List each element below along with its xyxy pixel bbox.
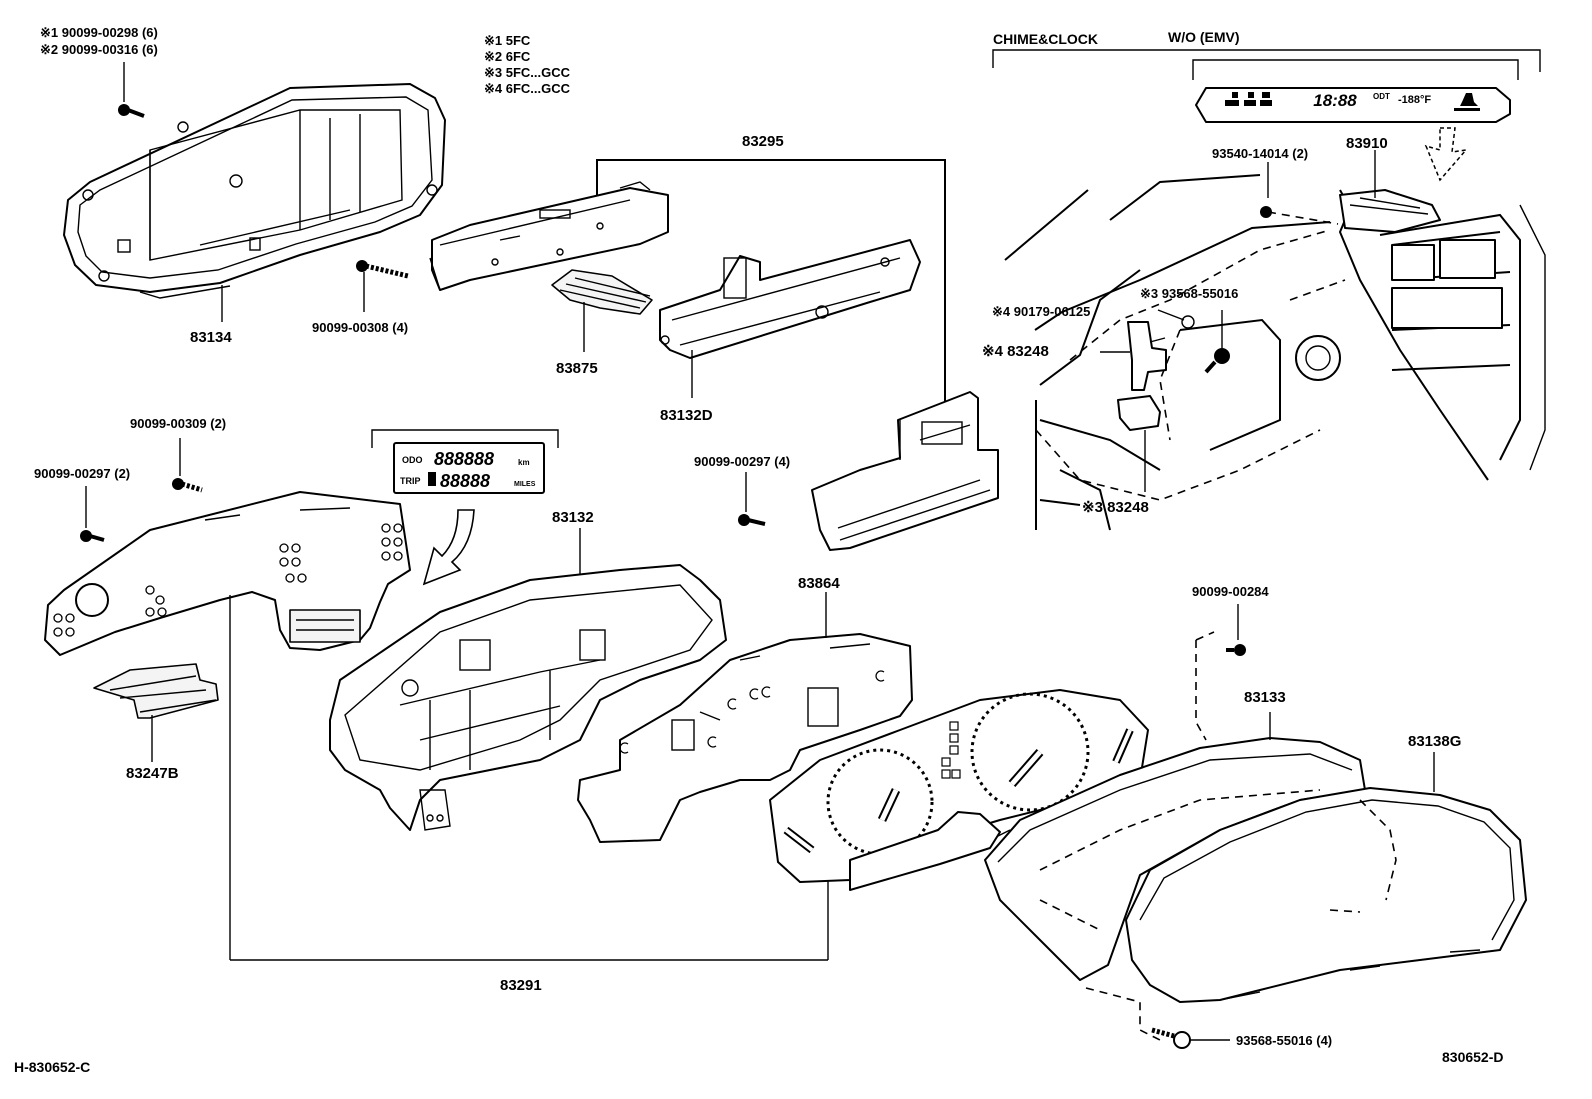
note-2: ※2 6FC xyxy=(484,49,531,64)
label-83910: 83910 xyxy=(1346,135,1388,152)
trip-label: TRIP xyxy=(400,476,421,486)
label-83248-lower: ※3 83248 xyxy=(1082,499,1149,516)
lens-83247B xyxy=(93,663,219,719)
screw-icon xyxy=(1260,162,1272,218)
leader-90099-00284 xyxy=(1195,631,1215,741)
screw-icon xyxy=(356,260,409,312)
flex-cable-83875 xyxy=(551,269,653,315)
screw-icon xyxy=(118,62,145,118)
label-93568-55016-upper: ※3 93568-55016 xyxy=(1140,286,1238,301)
label-83295: 83295 xyxy=(742,133,784,150)
clock-odt-label: ODT xyxy=(1373,92,1390,101)
speedo-circuit-board xyxy=(44,491,411,656)
bracket-83295 xyxy=(596,159,946,410)
odo-digits: 888888 xyxy=(434,449,494,469)
glass-83138G xyxy=(1125,787,1527,1003)
bracket-83248 xyxy=(1100,309,1230,492)
figure-id-left: H-830652-C xyxy=(14,1059,90,1075)
label-90099-00284: 90099-00284 xyxy=(1192,584,1269,599)
label-90099-00308: 90099-00308 (4) xyxy=(312,320,408,335)
leader-83910-screw xyxy=(1267,211,1339,225)
screw-icon xyxy=(738,472,766,526)
label-83248-upper: ※4 83248 xyxy=(982,343,1049,360)
clock-display: 18:88 ODT -188°F xyxy=(1195,87,1511,123)
board-83132D xyxy=(659,239,921,359)
label-83134: 83134 xyxy=(190,329,232,346)
bracket-chime-clock xyxy=(992,49,1541,72)
odometer-lcd: ODO 888888 km TRIP 88888 MILES xyxy=(393,442,545,494)
label-83875: 83875 xyxy=(556,360,598,377)
screw-icon xyxy=(80,486,105,542)
label-screw-90099-00316: ※2 90099-00316 (6) xyxy=(40,42,158,57)
label-90179-06125: ※4 90179-06125 xyxy=(992,304,1090,319)
label-90099-00297-4: 90099-00297 (4) xyxy=(694,454,790,469)
leader-93568-55016 xyxy=(1085,987,1161,1041)
notes-legend: ※1 5FC ※2 6FC ※3 5FC...GCC ※4 6FC...GCC xyxy=(484,33,571,96)
clock-temp-readout: -188°F xyxy=(1398,94,1431,106)
cluster-case-83132 xyxy=(329,564,727,831)
figure-id-right: 830652-D xyxy=(1442,1049,1504,1065)
label-screw-90099-00298: ※1 90099-00298 (6) xyxy=(40,25,158,40)
label-83864: 83864 xyxy=(798,575,840,592)
screw-icon xyxy=(1151,1027,1230,1049)
label-93540-14014: 93540-14014 (2) xyxy=(1212,146,1308,161)
label-90099-00309: 90099-00309 (2) xyxy=(130,416,226,431)
label-83138G: 83138G xyxy=(1408,733,1461,750)
cluster-housing-83134 xyxy=(63,83,446,299)
label-chime-clock: CHIME&CLOCK xyxy=(993,31,1098,47)
trip-digits: 88888 xyxy=(440,471,490,491)
arrow-icon xyxy=(422,509,475,586)
label-wo-emv: W/O (EMV) xyxy=(1168,29,1240,45)
dashboard-illustration xyxy=(1004,174,1546,531)
clock-time-readout: 18:88 xyxy=(1313,91,1357,110)
label-83247B: 83247B xyxy=(126,765,179,782)
label-93568-55016-lower: 93568-55016 (4) xyxy=(1236,1033,1332,1048)
bracket-odometer xyxy=(371,429,559,448)
label-90099-00297-2: 90099-00297 (2) xyxy=(34,466,130,481)
label-83132: 83132 xyxy=(552,509,594,526)
odo-label: ODO xyxy=(402,455,423,465)
note-3: ※3 5FC...GCC xyxy=(484,65,571,80)
trip-unit: MILES xyxy=(514,481,536,488)
label-83132D: 83132D xyxy=(660,407,713,424)
note-1: ※1 5FC xyxy=(484,33,531,48)
screw-icon xyxy=(1226,604,1246,656)
label-83291: 83291 xyxy=(500,977,542,994)
screw-icon xyxy=(172,438,203,493)
arrow-icon xyxy=(1424,127,1468,182)
circuit-board xyxy=(429,181,669,291)
circuit-plate-83864 xyxy=(577,633,913,843)
odo-unit: km xyxy=(518,458,530,467)
note-4: ※4 6FC...GCC xyxy=(484,81,571,96)
display-bracket xyxy=(811,391,999,551)
bracket-wo-emv xyxy=(1192,59,1519,80)
label-83133: 83133 xyxy=(1244,689,1286,706)
